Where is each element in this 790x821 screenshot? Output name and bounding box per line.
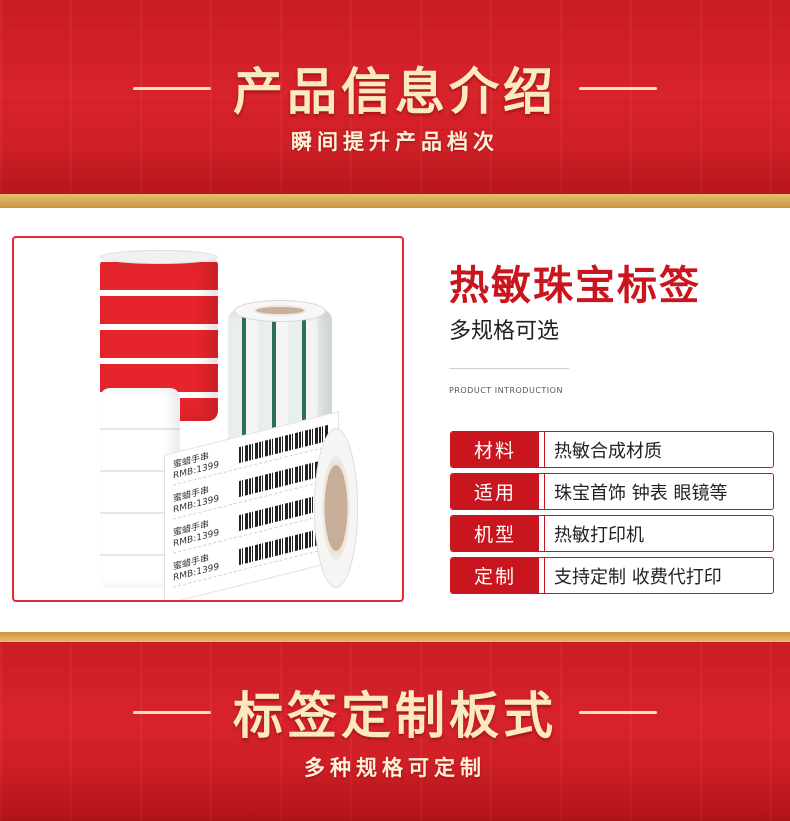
spec-value: 热敏合成材质 — [544, 432, 773, 467]
spec-key: 适用 — [451, 474, 539, 509]
title-right-line — [579, 86, 657, 90]
product-introduction-label: PRODUCT INTRODUCTION — [449, 386, 563, 395]
roll-core — [314, 428, 358, 588]
spec-key: 机型 — [451, 516, 539, 551]
top-banner-title: 产品信息介绍 — [233, 62, 557, 121]
spec-row-printer: 机型 热敏打印机 — [450, 515, 774, 552]
top-banner-subtitle: 瞬间提升产品档次 — [291, 130, 499, 154]
spec-value: 热敏打印机 — [544, 516, 773, 551]
spec-value: 珠宝首饰 钟表 眼镜等 — [544, 474, 773, 509]
banner-shade — [0, 761, 790, 821]
title-right-line — [579, 710, 657, 714]
bottom-banner: 标签定制板式 多种规格可定制 — [0, 632, 790, 821]
spec-key: 定制 — [451, 558, 539, 593]
spec-row-usage: 适用 珠宝首饰 钟表 眼镜等 — [450, 473, 774, 510]
bottom-banner-subtitle: 多种规格可定制 — [304, 756, 486, 780]
bottom-title-row: 标签定制板式 — [0, 676, 790, 748]
spec-row-custom: 定制 支持定制 收费代打印 — [450, 557, 774, 594]
title-left-line — [133, 710, 211, 714]
divider — [449, 368, 569, 369]
product-name: 热敏珠宝标签 — [449, 262, 701, 309]
product-tagline: 多规格可选 — [449, 319, 560, 344]
spec-value: 支持定制 收费代打印 — [544, 558, 773, 593]
top-banner: 产品信息介绍 瞬间提升产品档次 — [0, 0, 790, 208]
title-left-line — [133, 86, 211, 90]
bottom-banner-title: 标签定制板式 — [233, 686, 557, 745]
gold-stripe — [0, 194, 790, 208]
top-title-row: 产品信息介绍 — [0, 52, 790, 124]
spec-row-material: 材料 热敏合成材质 — [450, 431, 774, 468]
gold-stripe — [0, 632, 790, 642]
spec-key: 材料 — [451, 432, 539, 467]
